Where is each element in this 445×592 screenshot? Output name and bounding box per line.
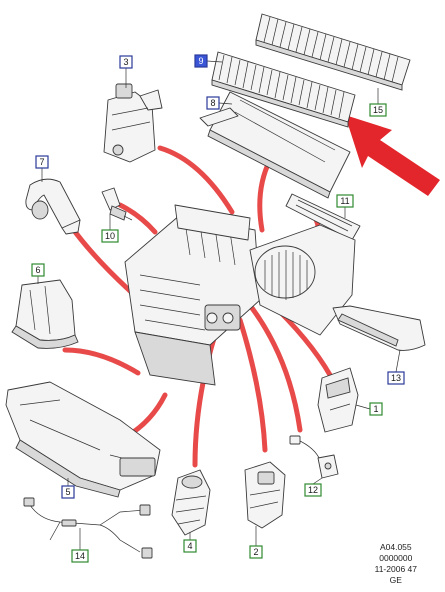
cabin-filter-part-9 xyxy=(211,51,356,128)
callout-15-label: 15 xyxy=(373,105,383,115)
side-panel-part-6 xyxy=(11,279,79,349)
reference-line-4: GE xyxy=(389,575,402,585)
callout-13-label: 13 xyxy=(391,373,401,383)
wiring-harness-part-14 xyxy=(23,497,153,559)
callout-6: 6 xyxy=(31,263,45,277)
lower-duct-part-5 xyxy=(5,381,161,498)
callout-11: 11 xyxy=(336,194,354,208)
duct-part-7 xyxy=(25,178,81,235)
actuator-part-3 xyxy=(103,83,163,163)
callout-9-label: 9 xyxy=(198,56,203,66)
hvac-main-unit xyxy=(124,204,356,386)
callout-11-label: 11 xyxy=(340,196,349,206)
callout-5-label: 5 xyxy=(65,487,70,497)
callout-10: 10 xyxy=(101,229,119,243)
callout-9: 9 xyxy=(194,54,208,68)
arrow-to-part-10 xyxy=(117,202,158,235)
callout-12-label: 12 xyxy=(308,485,318,495)
actuator-part-2 xyxy=(244,461,286,529)
callout-2-label: 2 xyxy=(253,547,258,557)
callout-10-label: 10 xyxy=(105,231,115,241)
leader-lines xyxy=(37,60,401,550)
callout-4-label: 4 xyxy=(187,541,192,551)
reference-code-block: A04.055 0000000 11-2006 47 GE xyxy=(375,542,417,586)
pointer-arrow xyxy=(345,115,440,196)
callout-8-label: 8 xyxy=(210,98,215,108)
arrow-to-part-3 xyxy=(157,145,235,215)
callout-6-label: 6 xyxy=(35,265,40,275)
callout-14: 14 xyxy=(71,549,89,563)
reference-line-3: 11-2006 47 xyxy=(374,564,417,574)
connector-part-12 xyxy=(289,435,339,479)
arrow-to-part-6 xyxy=(62,347,141,376)
actuator-part-4 xyxy=(171,469,211,536)
callout-2: 2 xyxy=(249,545,263,559)
seal-part-13 xyxy=(332,305,426,351)
callout-7: 7 xyxy=(35,155,49,169)
filter-housing-part-8 xyxy=(199,91,351,199)
callout-3-label: 3 xyxy=(123,57,128,67)
cabin-filter-part-15 xyxy=(255,13,411,91)
callout-4: 4 xyxy=(183,539,197,553)
callout-15: 15 xyxy=(369,103,387,117)
reference-line-1: A04.055 xyxy=(379,542,412,552)
callout-14-label: 14 xyxy=(75,551,85,561)
callout-7-label: 7 xyxy=(39,157,44,167)
arrow-to-part-2 xyxy=(237,317,268,453)
control-module-part-1 xyxy=(317,367,359,433)
callout-12: 12 xyxy=(304,483,322,497)
arrow-to-part-12 xyxy=(249,305,303,433)
callout-3: 3 xyxy=(119,55,133,69)
callout-1: 1 xyxy=(369,402,383,416)
reference-line-2: 0000000 xyxy=(379,553,413,563)
arrow-to-part-8 xyxy=(257,157,273,233)
callout-1-label: 1 xyxy=(373,404,378,414)
callout-8: 8 xyxy=(206,96,220,110)
sensor-part-10 xyxy=(101,187,133,221)
callout-13: 13 xyxy=(387,371,405,385)
callout-5: 5 xyxy=(61,485,75,499)
